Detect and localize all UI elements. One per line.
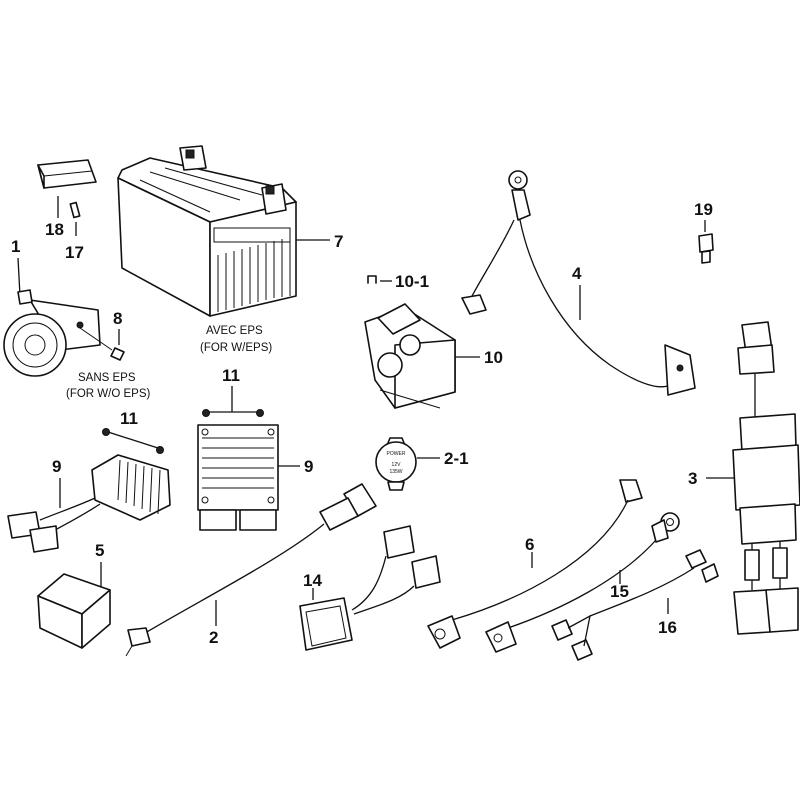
part-9-regulator-side[interactable] <box>7 454 171 553</box>
callout-10: 10 <box>484 348 503 367</box>
callout-3: 3 <box>688 469 697 488</box>
caption-avec-eps: AVEC EPS <box>206 325 263 337</box>
callout-14: 14 <box>303 571 322 590</box>
callout-2-1: 2-1 <box>444 449 469 468</box>
relay-spec: 12V <box>392 462 402 468</box>
part-8-screw[interactable] <box>79 327 125 361</box>
part-18-rubber-block[interactable] <box>37 159 97 189</box>
part-6-cable[interactable] <box>427 479 643 649</box>
callout-5: 5 <box>95 541 104 560</box>
callout-17: 17 <box>65 243 84 262</box>
part-3-sub-harness[interactable] <box>732 321 800 635</box>
part-11-screws-upper[interactable] <box>202 409 264 417</box>
part-15-cable[interactable] <box>485 512 680 653</box>
callout-16: 16 <box>658 618 677 637</box>
part-2-cable[interactable] <box>125 483 377 657</box>
callout-8: 8 <box>113 309 122 328</box>
callout-1: 1 <box>11 237 20 256</box>
part-7-battery[interactable] <box>117 145 297 317</box>
callout-7: 7 <box>334 232 343 251</box>
callout-9-right: 9 <box>304 457 313 476</box>
leader-1 <box>17 257 21 297</box>
part-4-harness[interactable] <box>461 170 696 396</box>
callout-10-1: 10-1 <box>395 272 429 291</box>
part-2-1-relay[interactable]: POWER 12V 135W <box>375 437 417 491</box>
part-10-starter-relay[interactable] <box>364 303 456 409</box>
callout-2: 2 <box>209 628 218 647</box>
relay-text: POWER <box>387 451 406 457</box>
part-17-clip[interactable] <box>69 201 81 219</box>
leader-11-lower <box>107 431 159 449</box>
part-14-harness[interactable] <box>299 525 441 651</box>
part-5-block[interactable] <box>37 573 111 649</box>
callout-19: 19 <box>694 200 713 219</box>
callout-4: 4 <box>572 264 582 283</box>
callout-9-left: 9 <box>52 457 61 476</box>
caption-for-wo-eps: (FOR W/O EPS) <box>66 388 151 400</box>
part-16-wire[interactable] <box>551 549 719 661</box>
part-9-regulator-front[interactable] <box>197 424 279 531</box>
callout-11-upper: 11 <box>222 366 240 385</box>
relay-spec-2: 135W <box>389 469 402 475</box>
part-19-bulb[interactable] <box>698 233 714 264</box>
caption-for-w-eps: (FOR W/EPS) <box>200 342 272 354</box>
callout-11-lower: 11 <box>120 409 138 428</box>
callout-15: 15 <box>610 582 629 601</box>
caption-sans-eps: SANS EPS <box>78 372 136 384</box>
callout-18: 18 <box>45 220 64 239</box>
callout-6: 6 <box>525 535 534 554</box>
part-10-1-clip[interactable] <box>367 275 377 284</box>
part-11-screws-lower[interactable] <box>102 428 164 454</box>
part-1-horn[interactable] <box>3 289 101 377</box>
